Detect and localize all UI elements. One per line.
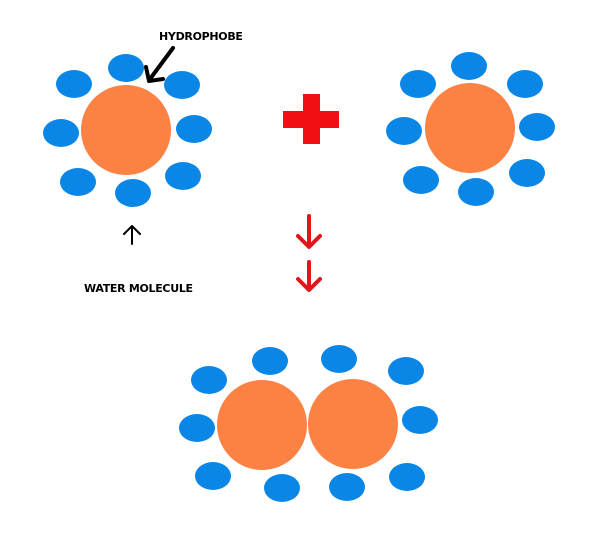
water-molecule bbox=[56, 70, 92, 98]
water-molecule bbox=[458, 178, 494, 206]
hydrophobe-sphere bbox=[308, 379, 398, 469]
hydrophobe-cluster-left bbox=[43, 54, 212, 207]
water-molecule bbox=[179, 414, 215, 442]
plus-icon bbox=[283, 94, 339, 144]
arrow-icon bbox=[144, 46, 175, 83]
water-molecule bbox=[403, 166, 439, 194]
water-molecule bbox=[115, 179, 151, 207]
down-arrow-icon bbox=[296, 214, 322, 292]
water-molecule bbox=[388, 357, 424, 385]
water-molecule bbox=[451, 52, 487, 80]
water-molecule bbox=[164, 71, 200, 99]
arrow-icon bbox=[123, 225, 141, 245]
water-molecule bbox=[402, 406, 438, 434]
water-molecule bbox=[165, 162, 201, 190]
water-molecule bbox=[43, 119, 79, 147]
hydrophobe-sphere bbox=[81, 85, 171, 175]
water-molecule bbox=[264, 474, 300, 502]
water-molecule bbox=[386, 117, 422, 145]
hydrophobe-sphere bbox=[425, 83, 515, 173]
water-molecule bbox=[400, 70, 436, 98]
water-molecule bbox=[176, 115, 212, 143]
water-molecule bbox=[252, 347, 288, 375]
hydrophobe-cluster-merged bbox=[179, 345, 438, 502]
water-molecule bbox=[191, 366, 227, 394]
water-molecule bbox=[60, 168, 96, 196]
water-molecule bbox=[108, 54, 144, 82]
water-molecule bbox=[507, 70, 543, 98]
hydrophobe-label: HYDROPHOBE bbox=[159, 30, 243, 43]
water-molecule-label: WATER MOLECULE bbox=[84, 282, 193, 295]
water-molecule bbox=[389, 463, 425, 491]
water-molecule bbox=[519, 113, 555, 141]
water-molecule bbox=[321, 345, 357, 373]
water-molecule bbox=[329, 473, 365, 501]
hydrophobe-cluster-right bbox=[386, 52, 555, 206]
water-molecule bbox=[509, 159, 545, 187]
water-molecule bbox=[195, 462, 231, 490]
hydrophobe-sphere bbox=[217, 380, 307, 470]
